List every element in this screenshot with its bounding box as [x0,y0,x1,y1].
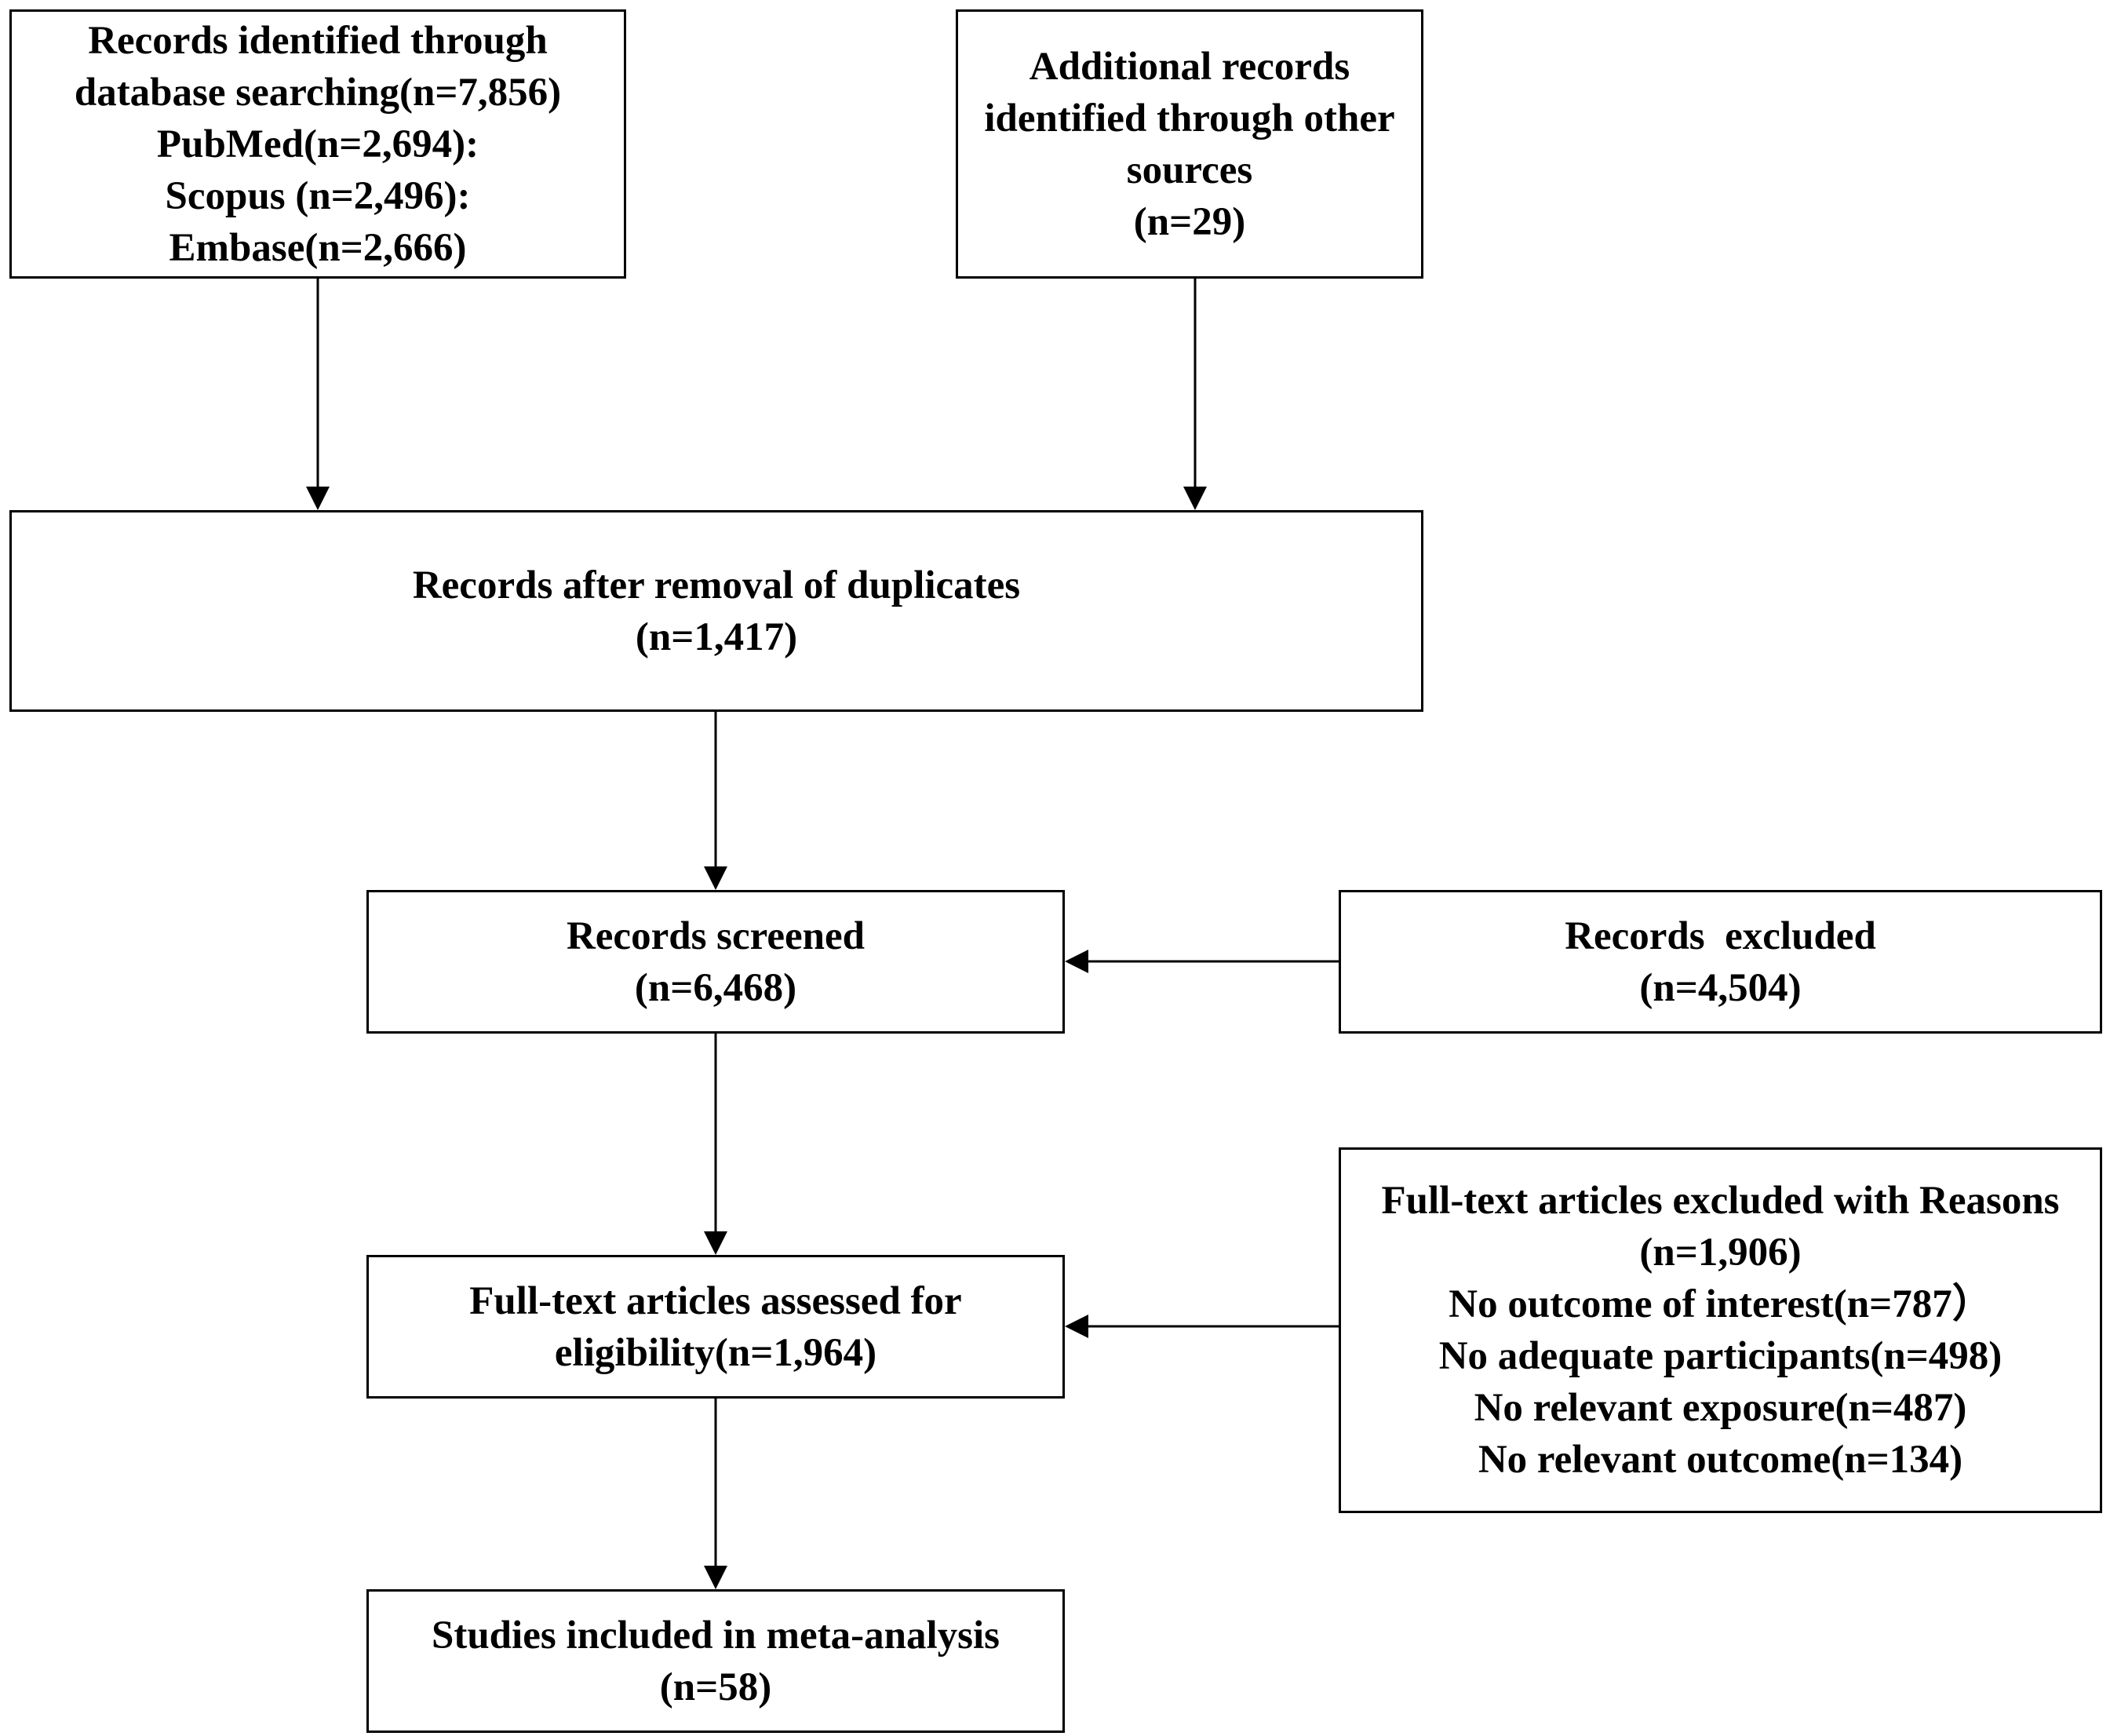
reason-no-outcome-of-interest: No outcome of interest(n=787） [1449,1282,1992,1326]
records-screened-label: Records screened [566,914,866,958]
scopus-count: Scopus (n=2,496): [165,173,471,218]
records-excluded-label: Records excluded [1565,914,1876,958]
records-excluded-count: (n=4,504) [1639,965,1802,1010]
reason-no-relevant-exposure: No relevant exposure(n=487) [1474,1386,1967,1430]
full-text-excluded-label: Full-text articles excluded with Reasons [1381,1179,2060,1223]
other-sources-line-2: identified through other [984,96,1395,140]
full-text-excluded-box: Full-text articles excluded with Reasons… [1339,1147,2102,1513]
full-text-assessed-label: Full-text articles assessed for [469,1278,962,1323]
after-duplicates-count: (n=1,417) [635,615,798,659]
records-excluded-box: Records excluded (n=4,504) [1339,890,2102,1034]
other-sources-line-1: Additional records [1029,44,1350,89]
database-search-line-2: database searching(n=7,856) [74,70,562,115]
pubmed-count: PubMed(n=2,694): [156,122,479,166]
database-search-box: Records identified through database sear… [9,9,626,279]
full-text-assessed-box: Full-text articles assessed for eligibil… [366,1255,1065,1399]
studies-included-count: (n=58) [659,1665,772,1709]
records-screened-box: Records screened (n=6,468) [366,890,1065,1034]
other-sources-count: (n=29) [1133,199,1246,244]
studies-included-label: Studies included in meta-analysis [431,1613,1000,1658]
embase-count: Embase(n=2,666) [169,225,467,270]
after-duplicates-box: Records after removal of duplicates (n=1… [9,510,1423,712]
after-duplicates-label: Records after removal of duplicates [412,563,1021,607]
studies-included-box: Studies included in meta-analysis (n=58) [366,1589,1065,1733]
other-sources-box: Additional records identified through ot… [956,9,1423,279]
reason-no-adequate-participants: No adequate participants(n=498) [1438,1334,2002,1378]
full-text-assessed-count: eligibility(n=1,964) [554,1330,877,1375]
database-search-line-1: Records identified through [88,18,548,63]
other-sources-line-3: sources [1126,148,1253,192]
records-screened-count: (n=6,468) [634,965,797,1010]
reason-no-relevant-outcome: No relevant outcome(n=134) [1478,1438,1963,1482]
full-text-excluded-count: (n=1,906) [1639,1231,1802,1275]
